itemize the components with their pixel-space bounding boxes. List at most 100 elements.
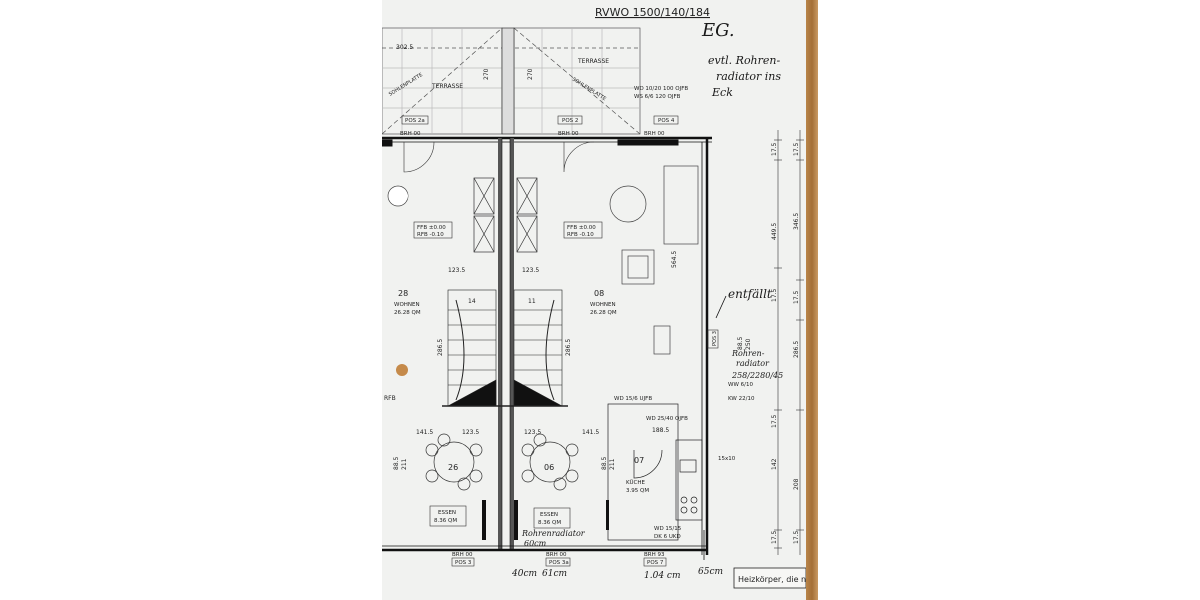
svg-text:BRH 00: BRH 00 xyxy=(546,552,567,558)
dim-141-5-b: 141.5 xyxy=(582,429,599,436)
dim-211-b: 211 xyxy=(609,458,616,470)
heizkoerper-note-box xyxy=(733,567,806,589)
wooden-table-edge xyxy=(806,0,818,600)
floor-plan-paper xyxy=(382,0,806,600)
svg-text:BRH 00: BRH 00 xyxy=(558,131,579,137)
note-rohren-size: 258/2280/45 xyxy=(731,371,783,380)
terrace-area xyxy=(382,27,641,135)
svg-text:346.5: 346.5 xyxy=(793,213,800,230)
dim-14: 14 xyxy=(468,298,476,305)
terrace-right-label: TERRASSE xyxy=(577,58,609,65)
svg-text:RFB -0.10: RFB -0.10 xyxy=(567,232,594,238)
svg-text:POS 7: POS 7 xyxy=(647,560,664,566)
wd-kitchen-2: WD 25/40 OJFB xyxy=(646,416,688,422)
svg-text:POS 3: POS 3 xyxy=(455,560,472,566)
svg-text:BRH 93: BRH 93 xyxy=(644,552,665,558)
dim-123-5-b: 123.5 xyxy=(522,267,539,274)
svg-text:POS 2: POS 2 xyxy=(562,118,578,124)
svg-text:17.5: 17.5 xyxy=(771,142,778,156)
kitchen-area xyxy=(607,403,703,541)
terrace-left-label: TERRASSE xyxy=(431,83,463,90)
dim-286-5-b: 286.5 xyxy=(565,339,572,356)
wd-ww: WW 6/10 xyxy=(728,382,753,388)
svg-text:FFB ±0.00: FFB ±0.00 xyxy=(417,225,446,231)
building-walls xyxy=(382,136,712,555)
svg-text:ESSEN: ESSEN xyxy=(438,510,456,516)
right-dimension-labels: 17.5 17.5 449.5 346.5 17.5 17.5 88.5 250… xyxy=(737,142,800,544)
svg-text:08: 08 xyxy=(594,289,604,298)
wd-top-note: WD 10/20 100 OJFB xyxy=(634,86,688,92)
binder-holes xyxy=(396,190,408,376)
pos-3-right-tag xyxy=(707,329,719,349)
kueche-area: 3.95 QM xyxy=(626,488,649,494)
dim-123-5-a: 123.5 xyxy=(448,267,465,274)
svg-text:BRH 00: BRH 00 xyxy=(644,131,665,137)
wd-top-note-2: WS 6/6 120 OJFB xyxy=(634,94,681,100)
svg-text:17.5: 17.5 xyxy=(771,414,778,428)
plan-code: RVWO 1500/140/184 xyxy=(595,6,710,19)
pos-tags-bottom: BRH 00 POS 3 BRH 00 POS 3a BRH 93 POS 7 xyxy=(451,552,667,567)
living-room-furniture xyxy=(387,165,699,355)
wd-15x10: 15x10 xyxy=(718,456,736,462)
staircases xyxy=(442,289,568,407)
kueche-name: KÜCHE xyxy=(626,479,645,486)
wd-bottom-2: DK 6 UKD xyxy=(654,534,681,540)
svg-text:17.5: 17.5 xyxy=(793,530,800,544)
dim-302-5: 302.5 xyxy=(396,44,413,51)
terrace-doors xyxy=(403,141,595,173)
dining-room-labels: ESSEN 8.36 QM ESSEN 8.36 QM xyxy=(429,505,571,529)
svg-text:radiator ins: radiator ins xyxy=(716,70,781,83)
room-06-no: 06 xyxy=(544,463,554,472)
svg-text:WOHNEN: WOHNEN xyxy=(394,302,420,308)
dim-564-5: 564.5 xyxy=(671,251,678,268)
svg-text:286.5: 286.5 xyxy=(793,341,800,358)
note-arrow xyxy=(715,295,727,319)
svg-text:26.28 QM: 26.28 QM xyxy=(394,310,421,316)
svg-text:ESSEN: ESSEN xyxy=(540,512,558,518)
note-heizkoerper: Heizkörper, die n xyxy=(738,575,806,584)
svg-text:evtl. Rohren-: evtl. Rohren- xyxy=(708,54,780,67)
room-26-no: 26 xyxy=(448,463,458,472)
svg-text:RFB -0.10: RFB -0.10 xyxy=(417,232,444,238)
dim-270-left: 270 xyxy=(483,68,490,80)
dining-tables xyxy=(425,433,579,491)
right-dimension-chain xyxy=(774,130,804,555)
svg-text:8.36 QM: 8.36 QM xyxy=(538,520,561,526)
svg-text:BRH 00: BRH 00 xyxy=(400,131,421,137)
note-rohren-1: Rohren- xyxy=(731,349,765,358)
svg-text:POS 2a: POS 2a xyxy=(405,118,425,124)
svg-text:8.36 QM: 8.36 QM xyxy=(434,518,457,524)
note-rohren-2: radiator xyxy=(736,359,770,368)
svg-text:88.5: 88.5 xyxy=(737,336,744,350)
dim-141-5-a: 141.5 xyxy=(416,429,433,436)
room-labels-living: 28 WOHNEN 26.28 QM 08 WOHNEN 26.28 QM xyxy=(394,289,617,316)
floor-label: EG. xyxy=(701,20,735,41)
note-bottom-radiator: Rohrenradiator xyxy=(521,529,586,538)
pos-3-right: POS 3 xyxy=(712,331,718,346)
rfb-left: RFB xyxy=(384,395,396,402)
dim-188-5: 188.5 xyxy=(652,427,669,434)
dim-270-right: 270 xyxy=(527,68,534,80)
dim-88-5-b: 88.5 xyxy=(601,456,608,470)
svg-text:142: 142 xyxy=(771,458,778,470)
svg-text:BRH 00: BRH 00 xyxy=(452,552,473,558)
dim-88-5-a: 88.5 xyxy=(393,456,400,470)
pos-tags-top: POS 2a POS 2 POS 4 BRH 00 BRH 00 BRH 00 xyxy=(400,115,679,137)
svg-text:POS 4: POS 4 xyxy=(658,118,675,124)
note-61: 61cm xyxy=(542,569,567,579)
dim-286-5-a: 286.5 xyxy=(437,339,444,356)
svg-text:POS 3a: POS 3a xyxy=(549,560,569,566)
svg-text:17.5: 17.5 xyxy=(771,530,778,544)
svg-text:17.5: 17.5 xyxy=(771,288,778,302)
handwritten-radiator-note: evtl. Rohren- radiator ins Eck xyxy=(708,54,781,99)
svg-text:FFB ±0.00: FFB ±0.00 xyxy=(567,225,596,231)
dim-123-5-c: 123.5 xyxy=(462,429,479,436)
ffb-level-tags: FFB ±0.00 RFB -0.10 FFB ±0.00 RFB -0.10 xyxy=(413,221,603,239)
svg-text:17.5: 17.5 xyxy=(793,290,800,304)
wd-kw: KW 22/10 xyxy=(728,396,755,402)
svg-text:17.5: 17.5 xyxy=(793,142,800,156)
note-65: 65cm xyxy=(698,567,723,577)
note-40: 40cm xyxy=(511,569,537,579)
note-bottom-60: 60cm xyxy=(524,539,547,548)
sohlenplatte-right-label: SOHLENPLATTE xyxy=(571,77,607,103)
